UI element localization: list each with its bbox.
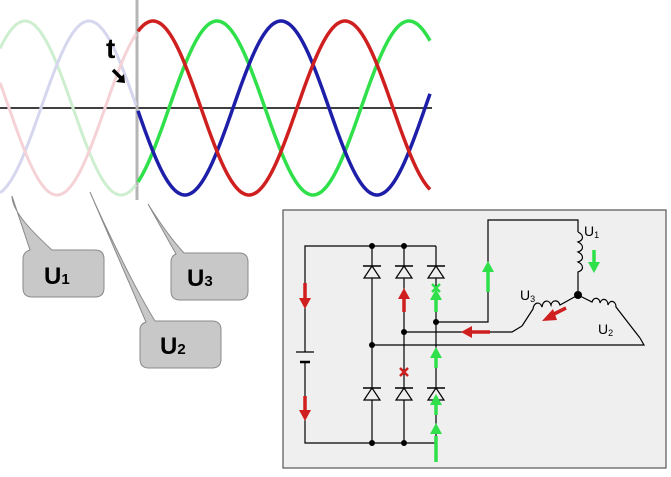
winding-u1-label: U bbox=[584, 223, 594, 239]
callout-u1-subscript: 1 bbox=[61, 271, 69, 288]
blocked-mark-green-icon bbox=[431, 283, 441, 293]
wave-2 bbox=[136, 19, 432, 197]
winding-u2-subscript: 2 bbox=[608, 328, 613, 338]
current-waves bbox=[136, 19, 432, 197]
wire-u3 bbox=[404, 325, 523, 333]
winding-u2-label: U bbox=[598, 321, 608, 337]
arrow-u3-coil-icon bbox=[542, 306, 567, 321]
time-label: t bbox=[106, 33, 115, 64]
blocked-mark-red-icon bbox=[399, 367, 409, 377]
winding-u2-coil bbox=[577, 294, 641, 339]
callout-u3-subscript: 3 bbox=[204, 273, 212, 290]
diode-1-high bbox=[362, 264, 382, 279]
arrow-u3-wire-icon bbox=[461, 326, 490, 338]
arrow-u1-coil-icon bbox=[588, 250, 600, 273]
current-arrows bbox=[299, 250, 600, 462]
arrow-col3-up-icon bbox=[430, 289, 442, 312]
faded-wave-3 bbox=[0, 33, 138, 197]
callout-u3-label: U bbox=[187, 265, 204, 292]
winding-u3-coil bbox=[521, 294, 579, 327]
wire-bottom-left bbox=[304, 362, 372, 444]
arrow-u1-wire-icon bbox=[482, 261, 494, 292]
winding-u3-subscript: 3 bbox=[530, 294, 535, 304]
arrow-battery-bottom-icon bbox=[299, 396, 311, 421]
callout-u2-label: U bbox=[160, 333, 177, 360]
faded-past-waves bbox=[0, 19, 138, 197]
circuit-panel bbox=[282, 209, 667, 469]
faded-wave-2 bbox=[0, 19, 138, 194]
winding-u1-coil bbox=[576, 231, 584, 295]
svg-text:U2: U2 bbox=[598, 321, 613, 338]
callout-u2-subscript: 2 bbox=[177, 341, 185, 358]
winding-u1-subscript: 1 bbox=[594, 230, 599, 240]
time-arrow-icon bbox=[111, 68, 125, 83]
svg-text:U3: U3 bbox=[187, 265, 213, 292]
diode-3-high bbox=[426, 264, 446, 279]
diode-2-low bbox=[394, 386, 414, 401]
rectifier-circuit bbox=[296, 219, 646, 444]
callout-u2: U2 bbox=[89, 191, 222, 369]
diode-2-high bbox=[394, 264, 414, 279]
callout-u1: U1 bbox=[11, 195, 105, 298]
callout-u1-label: U bbox=[44, 263, 61, 290]
svg-text:U1: U1 bbox=[584, 223, 599, 240]
wire-u2 bbox=[372, 337, 646, 346]
arrow-bottom-green-icon bbox=[430, 423, 442, 462]
svg-text:U1: U1 bbox=[44, 263, 70, 290]
diode-bridge bbox=[362, 264, 446, 401]
diode-1-low bbox=[362, 386, 382, 401]
wave-1 bbox=[136, 19, 432, 197]
winding-u3-label: U bbox=[520, 287, 530, 303]
arrow-col3-low-icon bbox=[430, 394, 442, 415]
faded-wave-1 bbox=[0, 19, 138, 197]
arrow-col2-up-icon bbox=[398, 288, 410, 312]
arrow-col3-mid-icon bbox=[430, 347, 442, 368]
svg-text:U2: U2 bbox=[160, 333, 186, 360]
wave-3 bbox=[136, 19, 432, 197]
junction-dots bbox=[369, 243, 582, 446]
callout-u3: U3 bbox=[147, 203, 249, 301]
arrow-battery-top-icon bbox=[299, 283, 311, 309]
three-phase-waveform bbox=[0, 0, 432, 200]
wire-top-left bbox=[304, 245, 372, 352]
svg-text:U3: U3 bbox=[520, 287, 535, 304]
